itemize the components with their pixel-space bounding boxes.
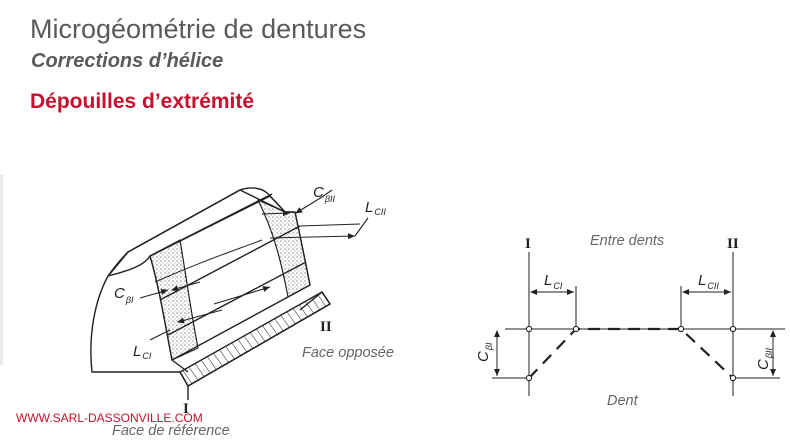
left-edge-shadow [0,175,3,365]
gear-roman-two: II [320,319,332,335]
profile-label-l-c-one: LCI [544,272,563,291]
profile-roman-two: II [727,236,739,252]
vertex-marker [525,374,533,382]
dent-label: Dent [607,393,639,409]
profile-roman-one: I [525,236,531,252]
face-reference-label: Face de référence [112,423,230,439]
profile-view [492,252,785,396]
section-title: Dépouilles d’extrémité [30,90,255,113]
profile-label-c-beta-one: CβI [475,342,494,362]
page-subtitle: Corrections d’hélice [31,50,224,72]
relief-zone-one [149,239,199,361]
vertex-marker [729,325,737,333]
vertex-marker [677,325,685,333]
entre-dents-label: Entre dents [590,233,664,249]
gear-label-c-beta-one: CβI [114,285,134,305]
gear-label-l-c-one: LCI [133,343,152,361]
profile-vertices [525,325,737,382]
vertex-marker [572,325,580,333]
gear-roman-one: I [183,401,189,417]
gear-label-l-c-two: LCII [365,199,386,217]
relief-zone-two [257,199,311,298]
profile-label-c-beta-two: CβII [755,348,774,370]
profile-label-l-c-two: LCII [698,272,719,291]
gear-dimensions [139,189,369,341]
face-opposee-label: Face opposée [302,345,394,361]
gear-base-hatch [179,291,331,387]
gear-tooth-view [90,187,331,400]
vertex-marker [525,325,533,333]
gear-label-c-beta-two: CβII [313,184,335,204]
page-title: Microgéométrie de dentures [30,14,367,44]
vertex-marker [729,374,737,382]
dashed-profile [528,327,734,379]
watermark-url: WWW.SARL-DASSONVILLE.COM [16,411,203,425]
